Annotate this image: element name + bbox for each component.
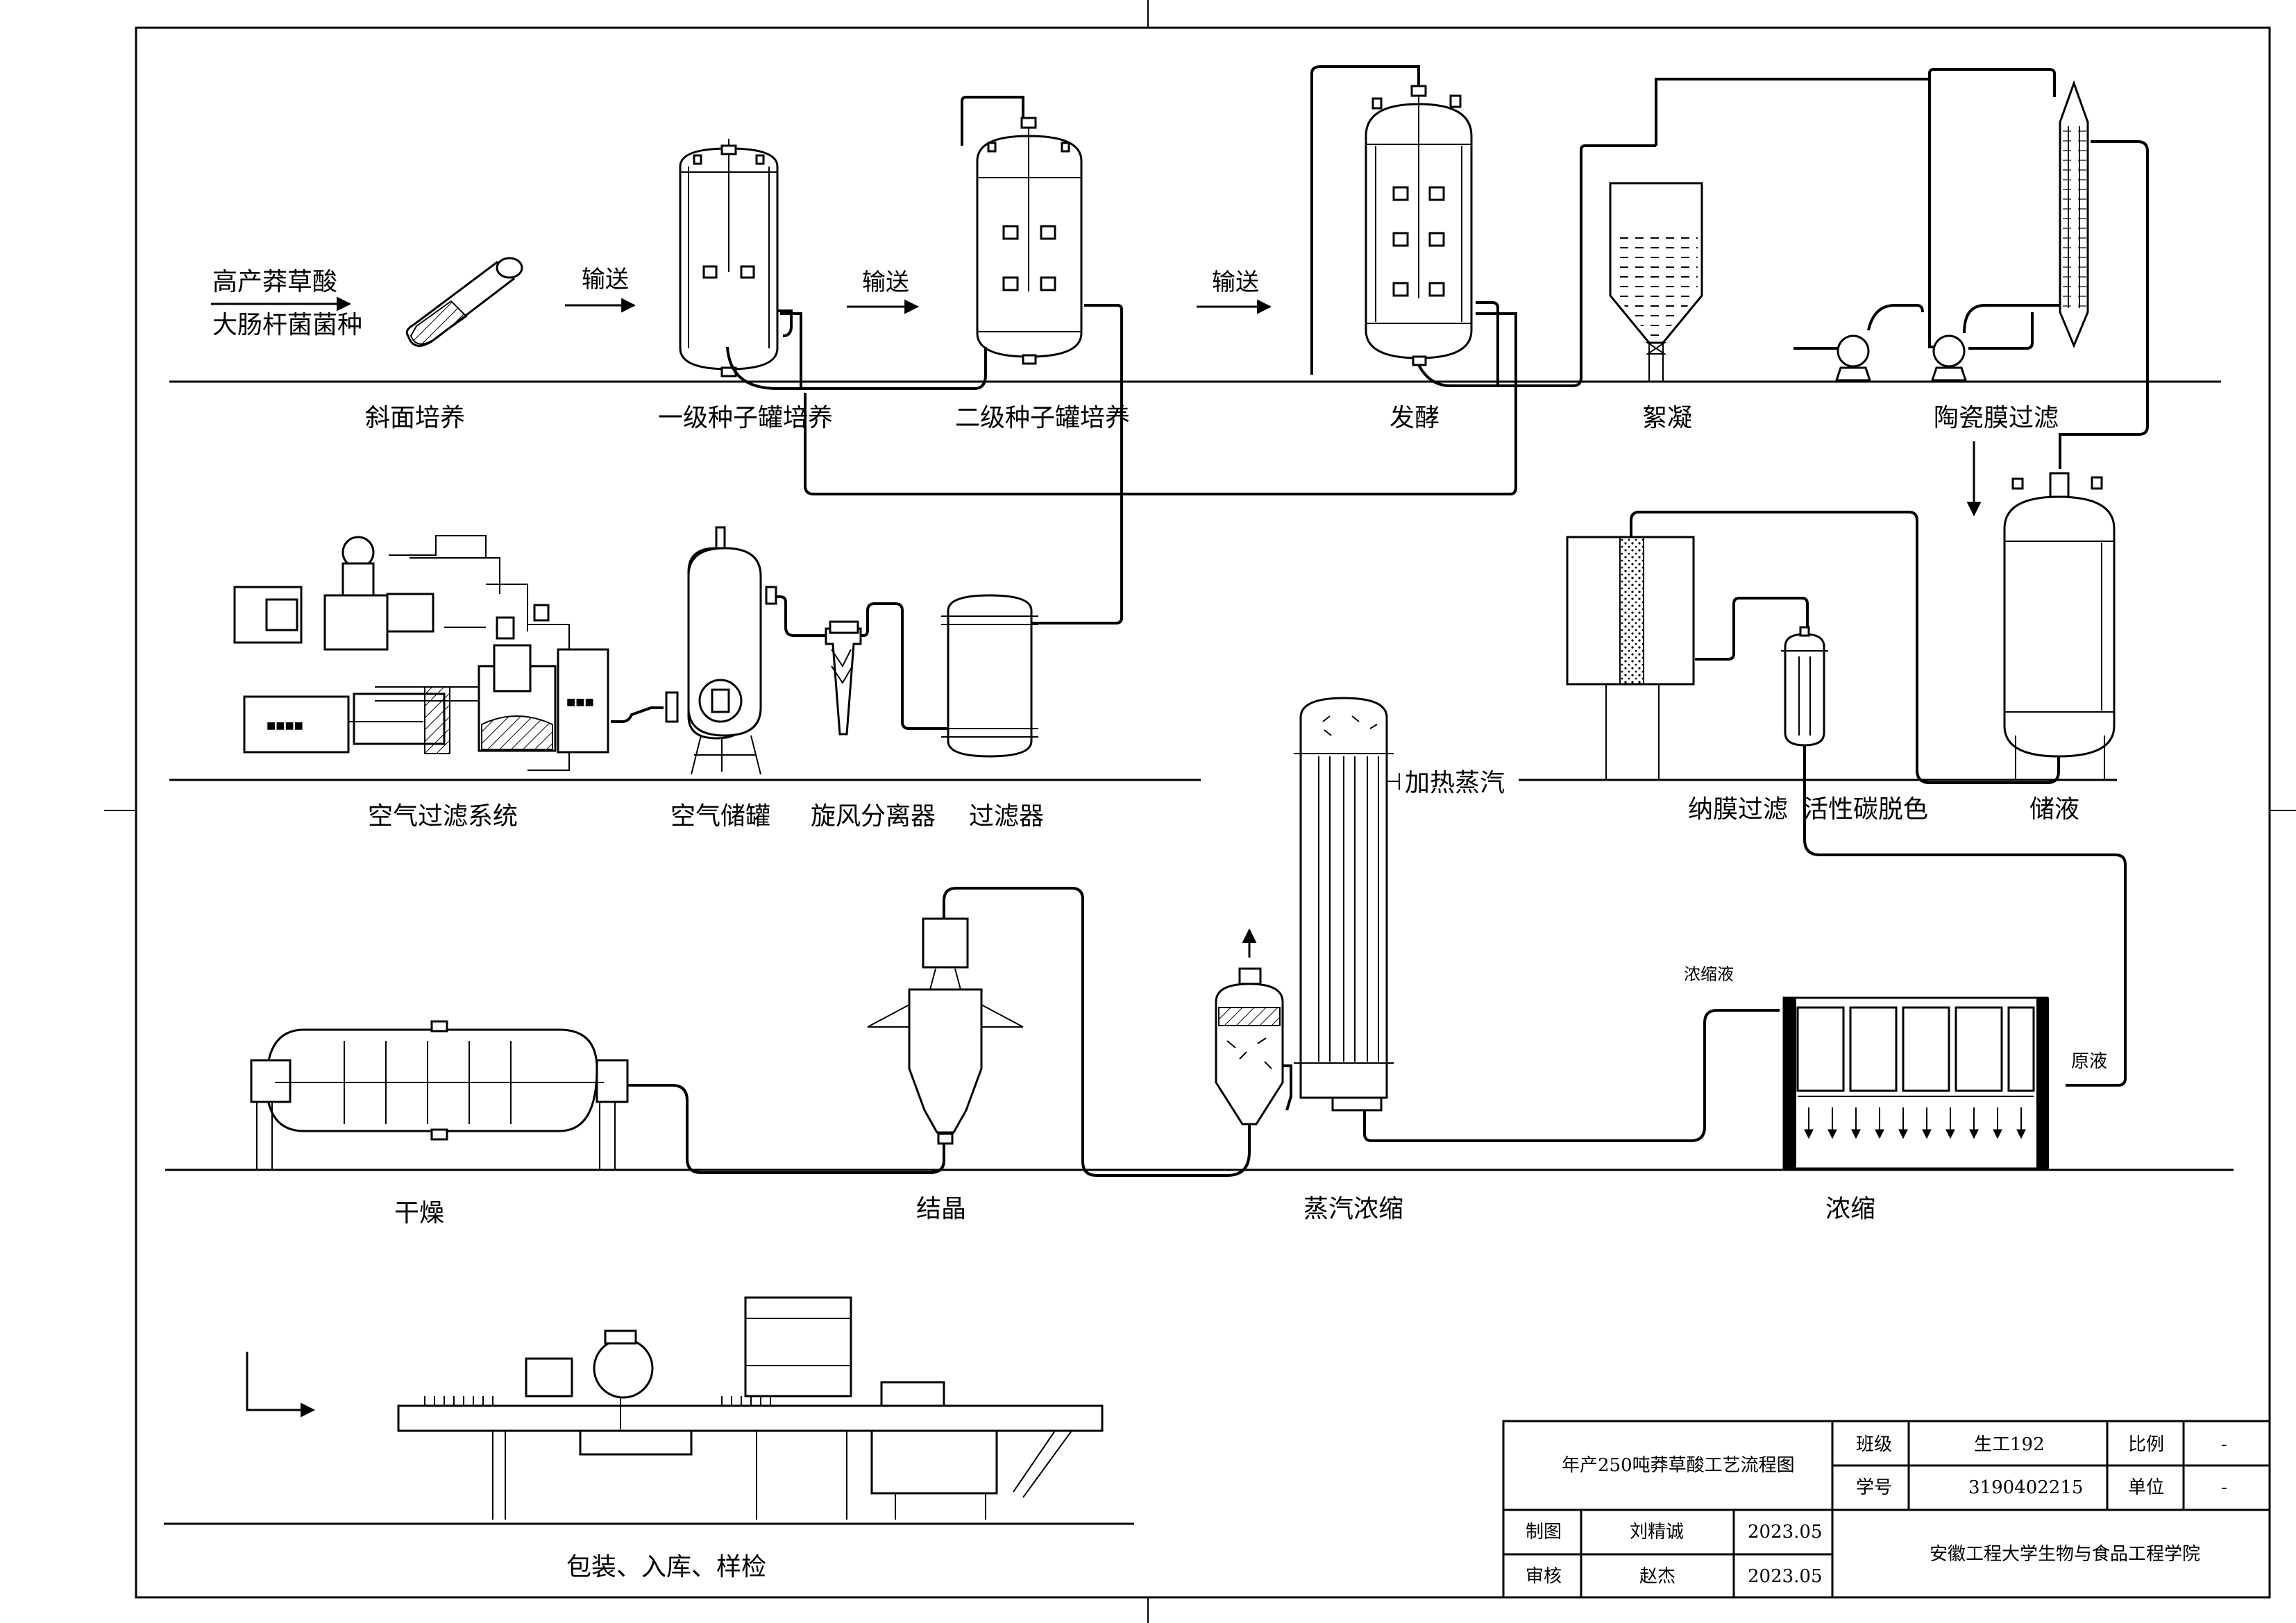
air-filter-system-label: 空气过滤系统	[368, 802, 518, 831]
concentrate-label: 浓缩液	[1684, 965, 1734, 984]
seed1-label: 一级种子罐培养	[658, 404, 833, 432]
ceramic-membrane-filter	[2059, 80, 2089, 348]
transfer-label-1: 输送	[582, 266, 629, 294]
slant-tube-icon	[405, 257, 523, 347]
steam-concentration-label: 蒸汽浓缩	[1303, 1195, 1403, 1223]
drawn-date: 2023.05	[1748, 1522, 1823, 1543]
institution-name: 安徽工程大学生物与食品工程学院	[1930, 1544, 2200, 1565]
drawing-title: 年产250吨莽草酸工艺流程图	[1562, 1455, 1795, 1476]
packaging-label: 包装、入库、样检	[566, 1553, 766, 1581]
strain-label-line1: 高产莽草酸	[212, 268, 337, 296]
carbon-label: 活性碳脱色	[1803, 795, 1928, 824]
pump-2	[1930, 334, 1968, 382]
drawn-by-name: 刘精诚	[1630, 1522, 1684, 1543]
concentrator-outlet-arrows	[1804, 1107, 2026, 1139]
membrane-concentrator	[1782, 996, 2049, 1170]
evaporator-separator	[1215, 928, 1284, 1125]
slant-label: 斜面培养	[365, 404, 465, 432]
ceramic-label: 陶瓷膜过滤	[1934, 404, 2059, 432]
flocculation-tank	[1609, 182, 1703, 382]
activated-carbon-column	[1781, 626, 1828, 747]
seed-tank-2	[976, 117, 1083, 365]
title-block	[1502, 1420, 2271, 1599]
seed2-label: 二级种子罐培养	[955, 404, 1130, 432]
scale-label: 比例	[2128, 1434, 2164, 1455]
svg-text:■■■: ■■■	[566, 697, 594, 708]
drawn-by-label: 制图	[1526, 1522, 1562, 1543]
air-filter-system: ■■■■ ■■■	[233, 535, 618, 771]
pump-1	[1834, 334, 1872, 382]
dryer	[250, 1020, 629, 1170]
drawing-border	[135, 26, 2271, 1599]
cyclone-label: 旋风分离器	[811, 802, 936, 831]
student-id-value: 3190402215	[1968, 1477, 2083, 1498]
transfer-label-3: 输送	[1212, 269, 1259, 296]
crystallizer	[867, 917, 1024, 1145]
transfer-label-2: 输送	[862, 269, 909, 296]
scale-value: -	[2221, 1434, 2227, 1455]
seed-tank-1	[679, 139, 779, 377]
nanofiltration-label: 纳膜过滤	[1688, 795, 1788, 824]
falling-film-evaporator	[1294, 697, 1394, 1112]
unit-label: 单位	[2128, 1477, 2164, 1498]
cyclone-separator	[825, 620, 862, 736]
air-filter-vessel	[941, 594, 1038, 758]
flocculation-label: 絮凝	[1642, 404, 1692, 432]
filter-label: 过滤器	[969, 802, 1044, 831]
crystallization-label: 结晶	[916, 1195, 966, 1223]
drying-label: 干燥	[394, 1199, 444, 1227]
strain-label-line2: 大肠杆菌菌种	[212, 311, 362, 339]
storage-label: 储液	[2029, 795, 2079, 824]
raw-liquid-label: 原液	[2071, 1051, 2107, 1072]
unit-value: -	[2221, 1477, 2227, 1498]
checked-by-label: 审核	[1526, 1566, 1562, 1587]
storage-tank	[2003, 472, 2116, 780]
checked-by-name: 赵杰	[1639, 1566, 1675, 1587]
concentration-label: 浓缩	[1825, 1195, 1875, 1223]
ferment-label: 发酵	[1390, 404, 1440, 432]
packaging-line	[397, 1296, 1104, 1520]
checked-date: 2023.05	[1748, 1566, 1823, 1587]
air-tank-label: 空气储罐	[670, 802, 770, 831]
heating-steam-label: 加热蒸汽	[1405, 769, 1505, 797]
nanofiltration-unit	[1566, 536, 1695, 780]
air-storage-tank	[665, 526, 777, 775]
class-label: 班级	[1856, 1434, 1892, 1455]
fermenter	[1365, 85, 1473, 366]
svg-text:■■■■: ■■■■	[267, 720, 303, 731]
student-id-label: 学号	[1856, 1477, 1892, 1498]
class-value: 生工192	[1974, 1434, 2045, 1455]
